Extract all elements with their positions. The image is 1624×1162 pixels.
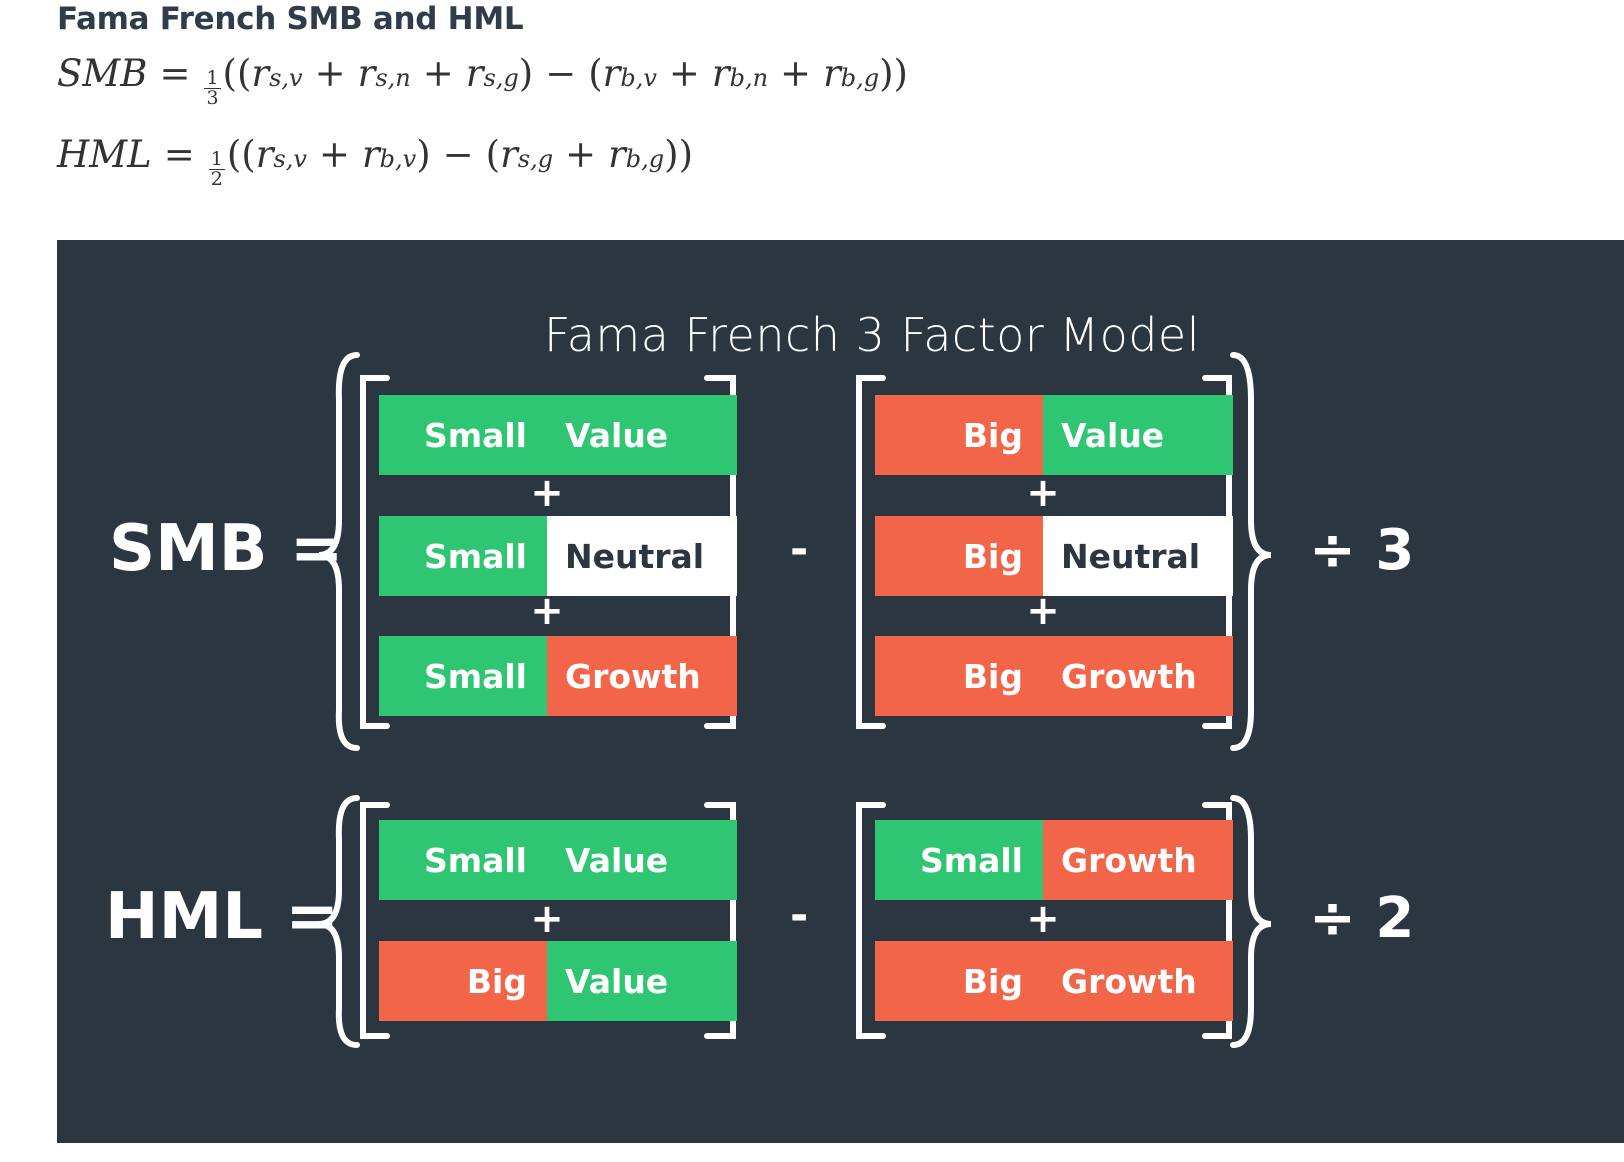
bar-size: Small: [379, 395, 547, 475]
bar-size: Big: [875, 636, 1043, 716]
smb-divisor: ÷ 3: [1309, 518, 1415, 583]
hml-bar-big-value: Big Value: [379, 941, 737, 1021]
bar-style: Growth: [1043, 941, 1233, 1021]
bar-style: Value: [547, 941, 737, 1021]
bar-size: Small: [875, 820, 1043, 900]
smb-bar-small-value: Small Value: [379, 395, 737, 475]
smb-right-plus-2: +: [1026, 588, 1060, 634]
bar-size: Small: [379, 820, 547, 900]
hml-formula-lhs: HML: [57, 133, 152, 176]
bar-style: Neutral: [547, 516, 737, 596]
page-heading: Fama French SMB and HML: [57, 1, 524, 37]
diagram-title: Fama French 3 Factor Model: [543, 308, 1200, 362]
hml-bar-big-growth: Big Growth: [875, 941, 1233, 1021]
smb-formula-lhs: SMB: [57, 52, 148, 95]
smb-minus: -: [790, 524, 809, 575]
bar-style: Growth: [547, 636, 737, 716]
smb-bar-big-growth: Big Growth: [875, 636, 1233, 716]
bar-size: Big: [875, 941, 1043, 1021]
hml-right-plus: +: [1026, 896, 1060, 942]
hml-bar-small-growth: Small Growth: [875, 820, 1233, 900]
bar-size: Small: [379, 516, 547, 596]
bar-size: Small: [379, 636, 547, 716]
bar-size: Big: [875, 516, 1043, 596]
smb-bar-big-neutral: Big Neutral: [875, 516, 1233, 596]
bar-size: Big: [875, 395, 1043, 475]
bar-style: Growth: [1043, 636, 1233, 716]
smb-bar-small-neutral: Small Neutral: [379, 516, 737, 596]
bar-style: Neutral: [1043, 516, 1233, 596]
smb-left-plus-1: +: [530, 470, 564, 516]
bar-style: Growth: [1043, 820, 1233, 900]
smb-right-plus-1: +: [1026, 470, 1060, 516]
hml-divisor: ÷ 2: [1309, 886, 1415, 951]
bar-style: Value: [1043, 395, 1233, 475]
hml-label: HML =: [105, 880, 339, 954]
bracket-lines: [318, 352, 1272, 1048]
bar-size: Big: [379, 941, 547, 1021]
smb-label: SMB =: [109, 512, 344, 586]
bar-style: Value: [547, 820, 737, 900]
hml-minus: -: [790, 890, 809, 941]
hml-left-plus: +: [530, 896, 564, 942]
fama-french-diagram: Fama French 3 Factor Model SMB = ÷: [57, 240, 1624, 1143]
smb-bar-big-value: Big Value: [875, 395, 1233, 475]
smb-bar-small-growth: Small Growth: [379, 636, 737, 716]
smb-left-plus-2: +: [530, 588, 564, 634]
hml-bar-small-value: Small Value: [379, 820, 737, 900]
bar-style: Value: [547, 395, 737, 475]
